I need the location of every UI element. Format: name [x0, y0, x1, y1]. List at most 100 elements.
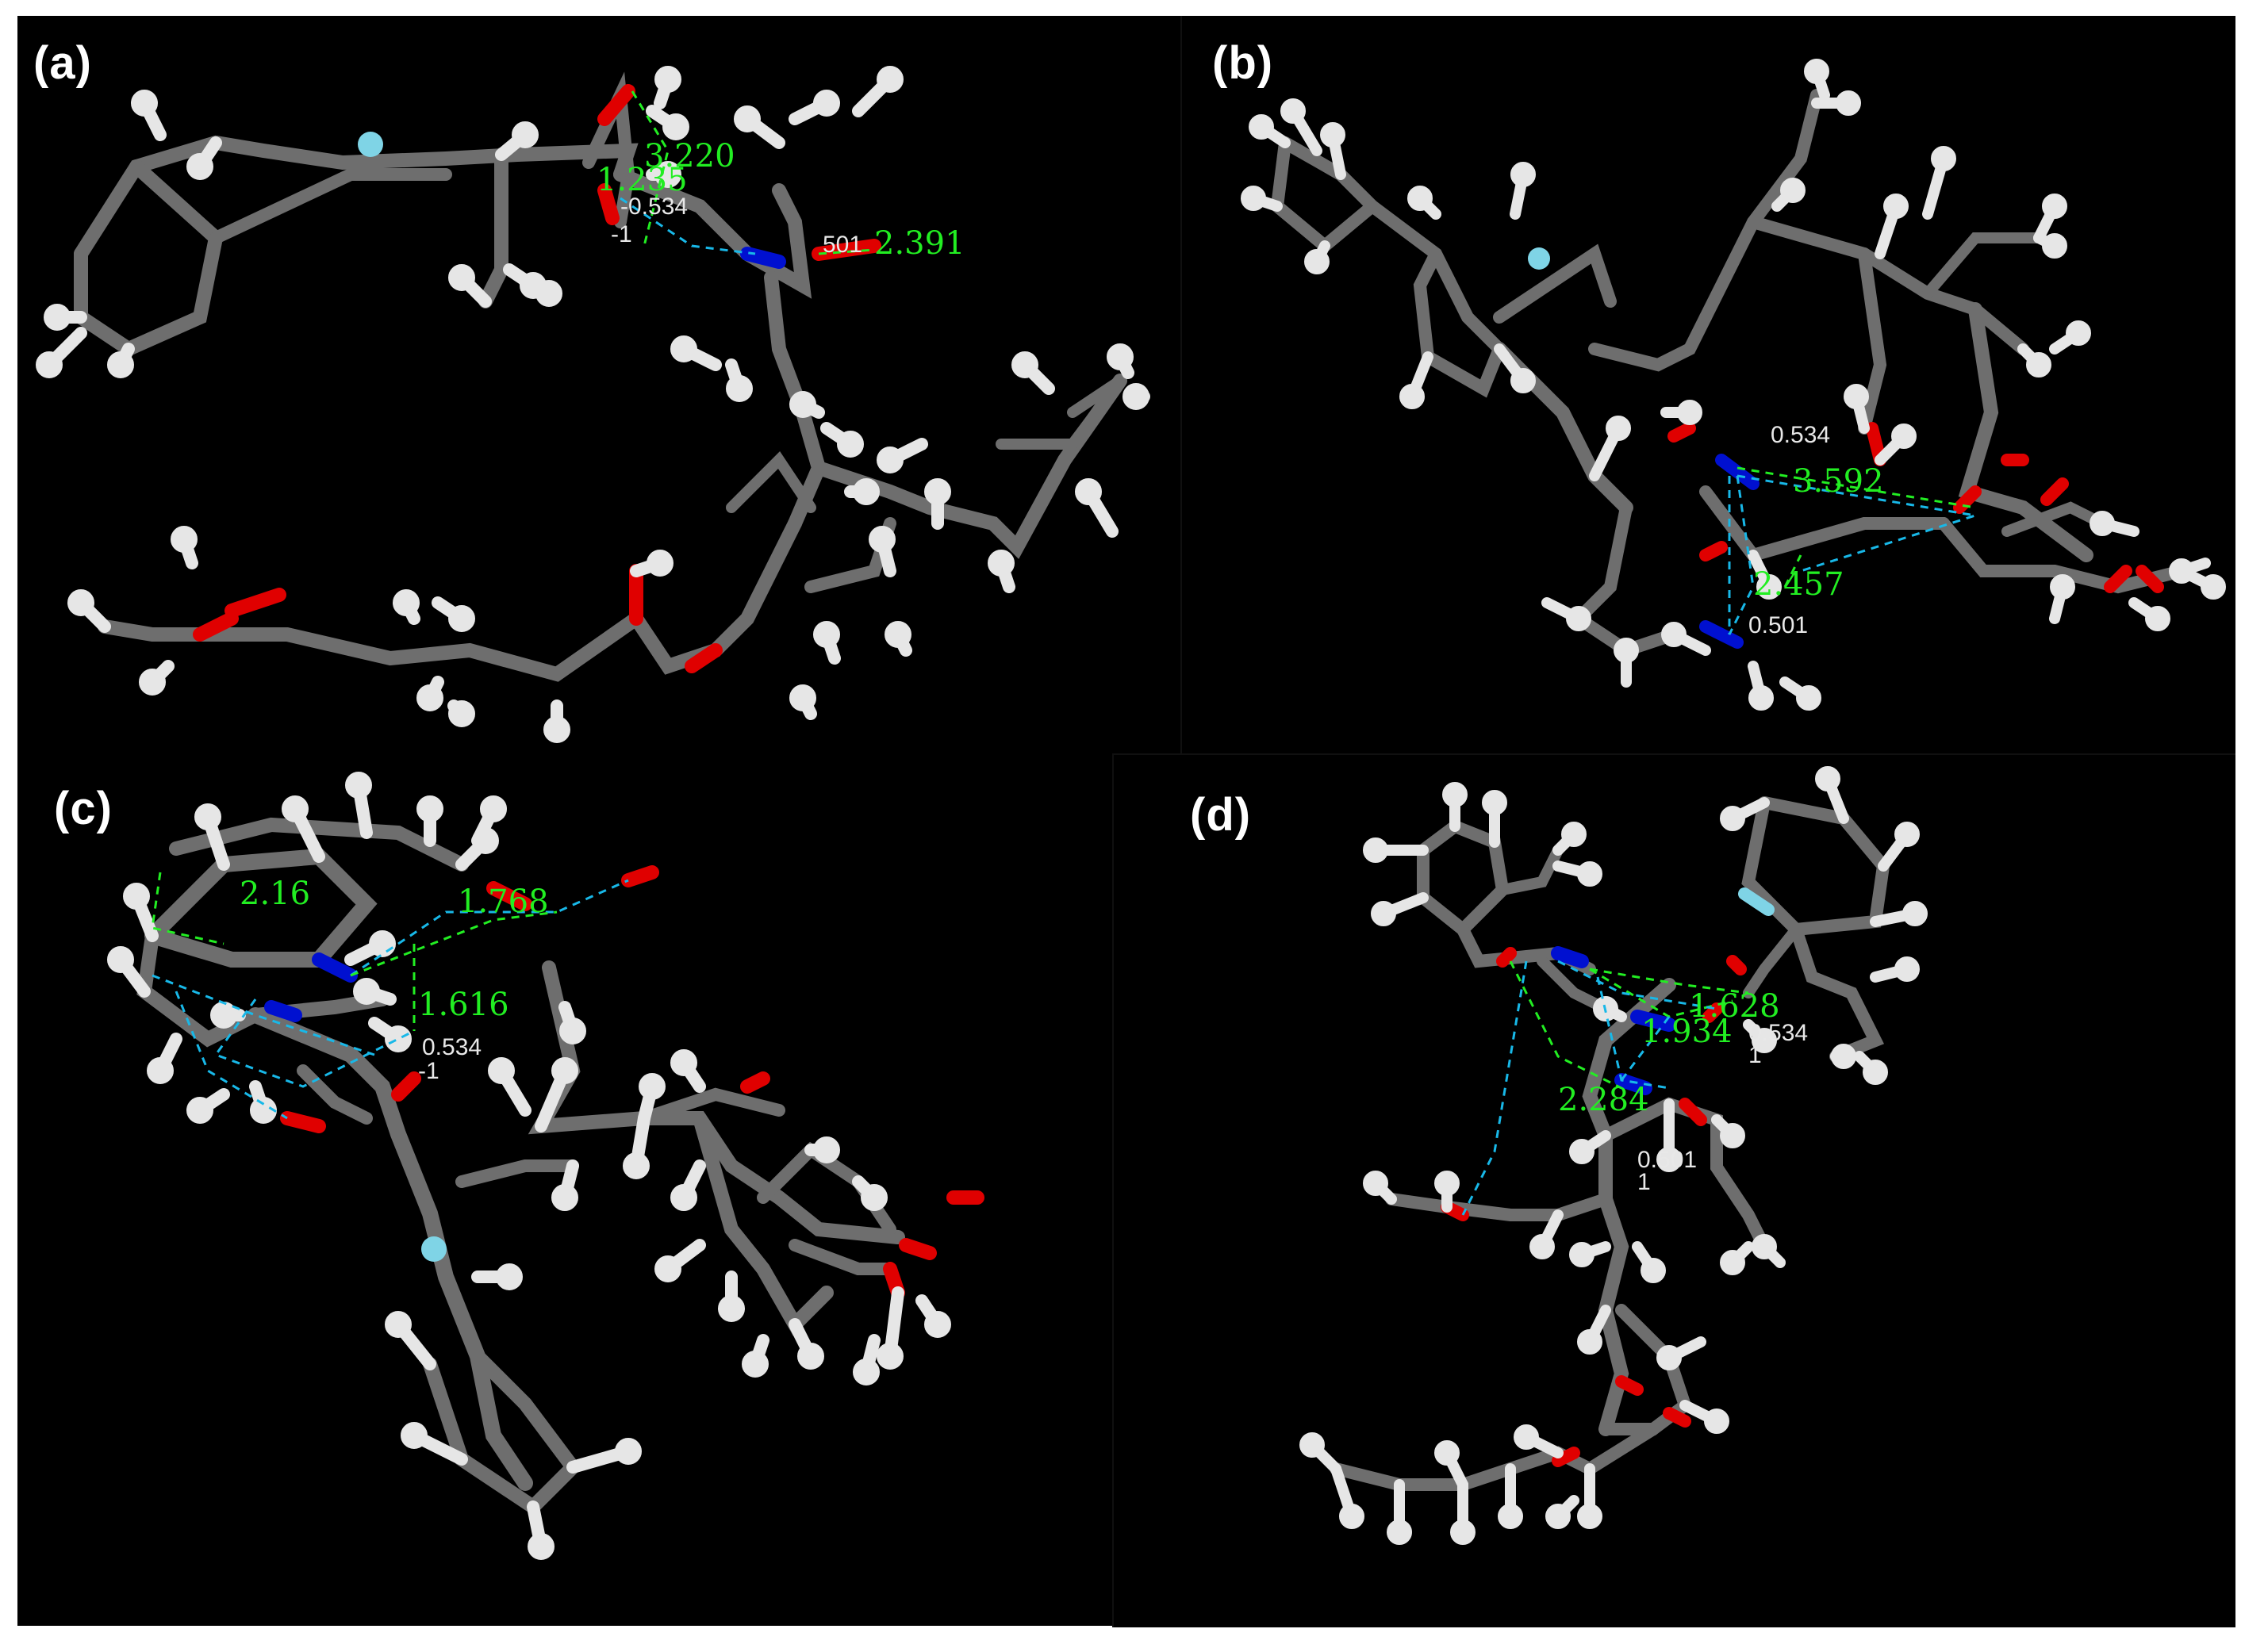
hydrogen-atom: [1320, 122, 1345, 148]
hydrogen-atom: [1561, 822, 1587, 847]
hydrogen-atom: [1883, 194, 1909, 219]
hydrogen-atom: [861, 1184, 888, 1211]
hydrogen-atom: [813, 90, 840, 117]
hydrogen-atom: [2026, 352, 2051, 378]
hydrogen-atom: [1891, 423, 1917, 449]
hydrogen-atom: [1606, 416, 1631, 441]
hydrogen-atom: [385, 1025, 412, 1052]
hydrogen-atom: [1720, 1250, 1745, 1275]
molecule-a: 3.220 1.235 2.391 -0.534 -1 501: [36, 66, 1150, 743]
hydrogen-atom: [448, 700, 475, 727]
hydrogen-atom: [1704, 1408, 1729, 1434]
hydrogen-atom: [2201, 574, 2226, 600]
hydrogen-atom: [1577, 861, 1602, 887]
hydrogen-atom: [512, 121, 539, 148]
hydrogen-atom: [1836, 90, 1861, 116]
hydrogen-atom: [139, 669, 166, 696]
hydrogen-atom: [210, 1002, 237, 1029]
hydrogen-atom: [1299, 1432, 1325, 1458]
hydrogen-atom: [1514, 1424, 1539, 1450]
hydrogen-atom: [615, 1438, 642, 1465]
hydrogen-atom: [401, 1422, 428, 1449]
hydrogen-atom: [1075, 478, 1102, 505]
hydrogen-atom: [1656, 1147, 1682, 1172]
hydrogen-atom: [416, 684, 443, 711]
hydrogen-atom: [1363, 837, 1388, 863]
panel-label: (b): [1212, 37, 1274, 89]
hydrogen-atom: [551, 1184, 578, 1211]
hydrogen-atom: [2090, 511, 2115, 536]
hydrogen-atom: [1614, 638, 1639, 663]
hydrogen-atom: [1498, 1504, 1523, 1529]
molecule-c: 2.16 1.768 1.616 0.534 -1: [107, 772, 984, 1560]
hydrogen-atom: [639, 1073, 666, 1100]
hydrogen-atom: [1107, 343, 1134, 370]
charge-label: 501: [823, 232, 862, 258]
distance-label: 1.235: [597, 162, 688, 198]
charge-label: 1: [1748, 1042, 1762, 1068]
hydrogen-atom: [1815, 766, 1840, 791]
hydrogens-a: [36, 66, 1150, 743]
hbond-lines-b: [1728, 466, 1976, 635]
hydrogen-atom: [123, 883, 150, 910]
hydrogen-atom: [1529, 1234, 1555, 1259]
hydrogen-atom: [448, 605, 475, 632]
oxygens-d: [1441, 947, 1747, 1467]
charge-label: -1: [611, 221, 632, 247]
hydrogen-atom: [528, 1533, 555, 1560]
hydrogen-atom: [885, 621, 911, 648]
hydrogen-atom: [1720, 806, 1745, 831]
hydrogen-atom: [543, 716, 570, 743]
hydrogen-atom: [282, 795, 309, 822]
hydrogen-atom: [1363, 1171, 1388, 1196]
hydrogen-atom: [877, 66, 904, 93]
hydrogen-atom: [1399, 384, 1425, 409]
hydrogen-atom: [1387, 1520, 1412, 1545]
charge-label: -1: [418, 1058, 439, 1084]
hydrogen-atom: [1720, 1123, 1745, 1148]
charge-label: 0.534: [1771, 422, 1830, 448]
hydrogen-atom: [742, 1351, 769, 1378]
hydrogen-atom: [559, 1018, 586, 1044]
molecule-d: 1.628 1.934 2.284 0.534 1 0.501 1: [1299, 766, 1928, 1545]
nitrogen-a: [740, 247, 786, 269]
hydrogen-atom: [1510, 162, 1536, 187]
distance-label: 2.16: [240, 876, 310, 912]
hydrogen-atom: [654, 1255, 681, 1282]
nitrogens-d: [1551, 946, 1676, 1095]
hydrogen-atom: [1122, 383, 1149, 410]
distance-label: 1.616: [418, 987, 509, 1023]
charge-label: 1: [1637, 1169, 1651, 1195]
distance-label: 3.592: [1793, 463, 1884, 500]
hydrogen-atom: [1011, 351, 1038, 378]
hydrogen-atom: [1434, 1171, 1460, 1196]
oxygens-a: [193, 84, 881, 673]
hydrogen-atom: [1371, 901, 1396, 926]
hbond-lines-a: [620, 90, 875, 255]
hydrogen-atom: [44, 304, 71, 331]
distance-label: 2.391: [874, 225, 965, 262]
hydrogen-atom: [393, 589, 420, 616]
hydrogen-atom: [1748, 685, 1774, 711]
oxygens-b: [1667, 422, 2164, 593]
hydrogen-atom: [1756, 574, 1782, 600]
charge-label: 0.534: [422, 1034, 482, 1060]
panel-label: (a): [33, 37, 92, 89]
hydrogen-atom: [1902, 901, 1928, 926]
hydrogen-atom: [2042, 194, 2067, 219]
hydrogen-atom: [147, 1057, 174, 1084]
hydrogen-atom: [1661, 622, 1687, 647]
panel-d: 1.628 1.934 2.284 0.534 1 0.501 1 (d): [1112, 753, 2235, 1627]
distance-label: 1.934: [1641, 1014, 1733, 1050]
hydrogen-atom: [1482, 790, 1507, 815]
hydrogen-atom: [1407, 186, 1433, 211]
hbond-lines-d: [1461, 960, 1749, 1216]
hydrogen-atom: [480, 795, 507, 822]
hydrogen-atom: [924, 478, 951, 505]
hydrogen-atom: [1545, 1504, 1571, 1529]
hydrogen-atom: [1569, 1242, 1595, 1267]
hydrogen-atom: [131, 90, 158, 117]
hydrogen-atom: [535, 280, 562, 307]
hydrogen-atom: [654, 66, 681, 93]
hydrogen-atom: [853, 1359, 880, 1385]
